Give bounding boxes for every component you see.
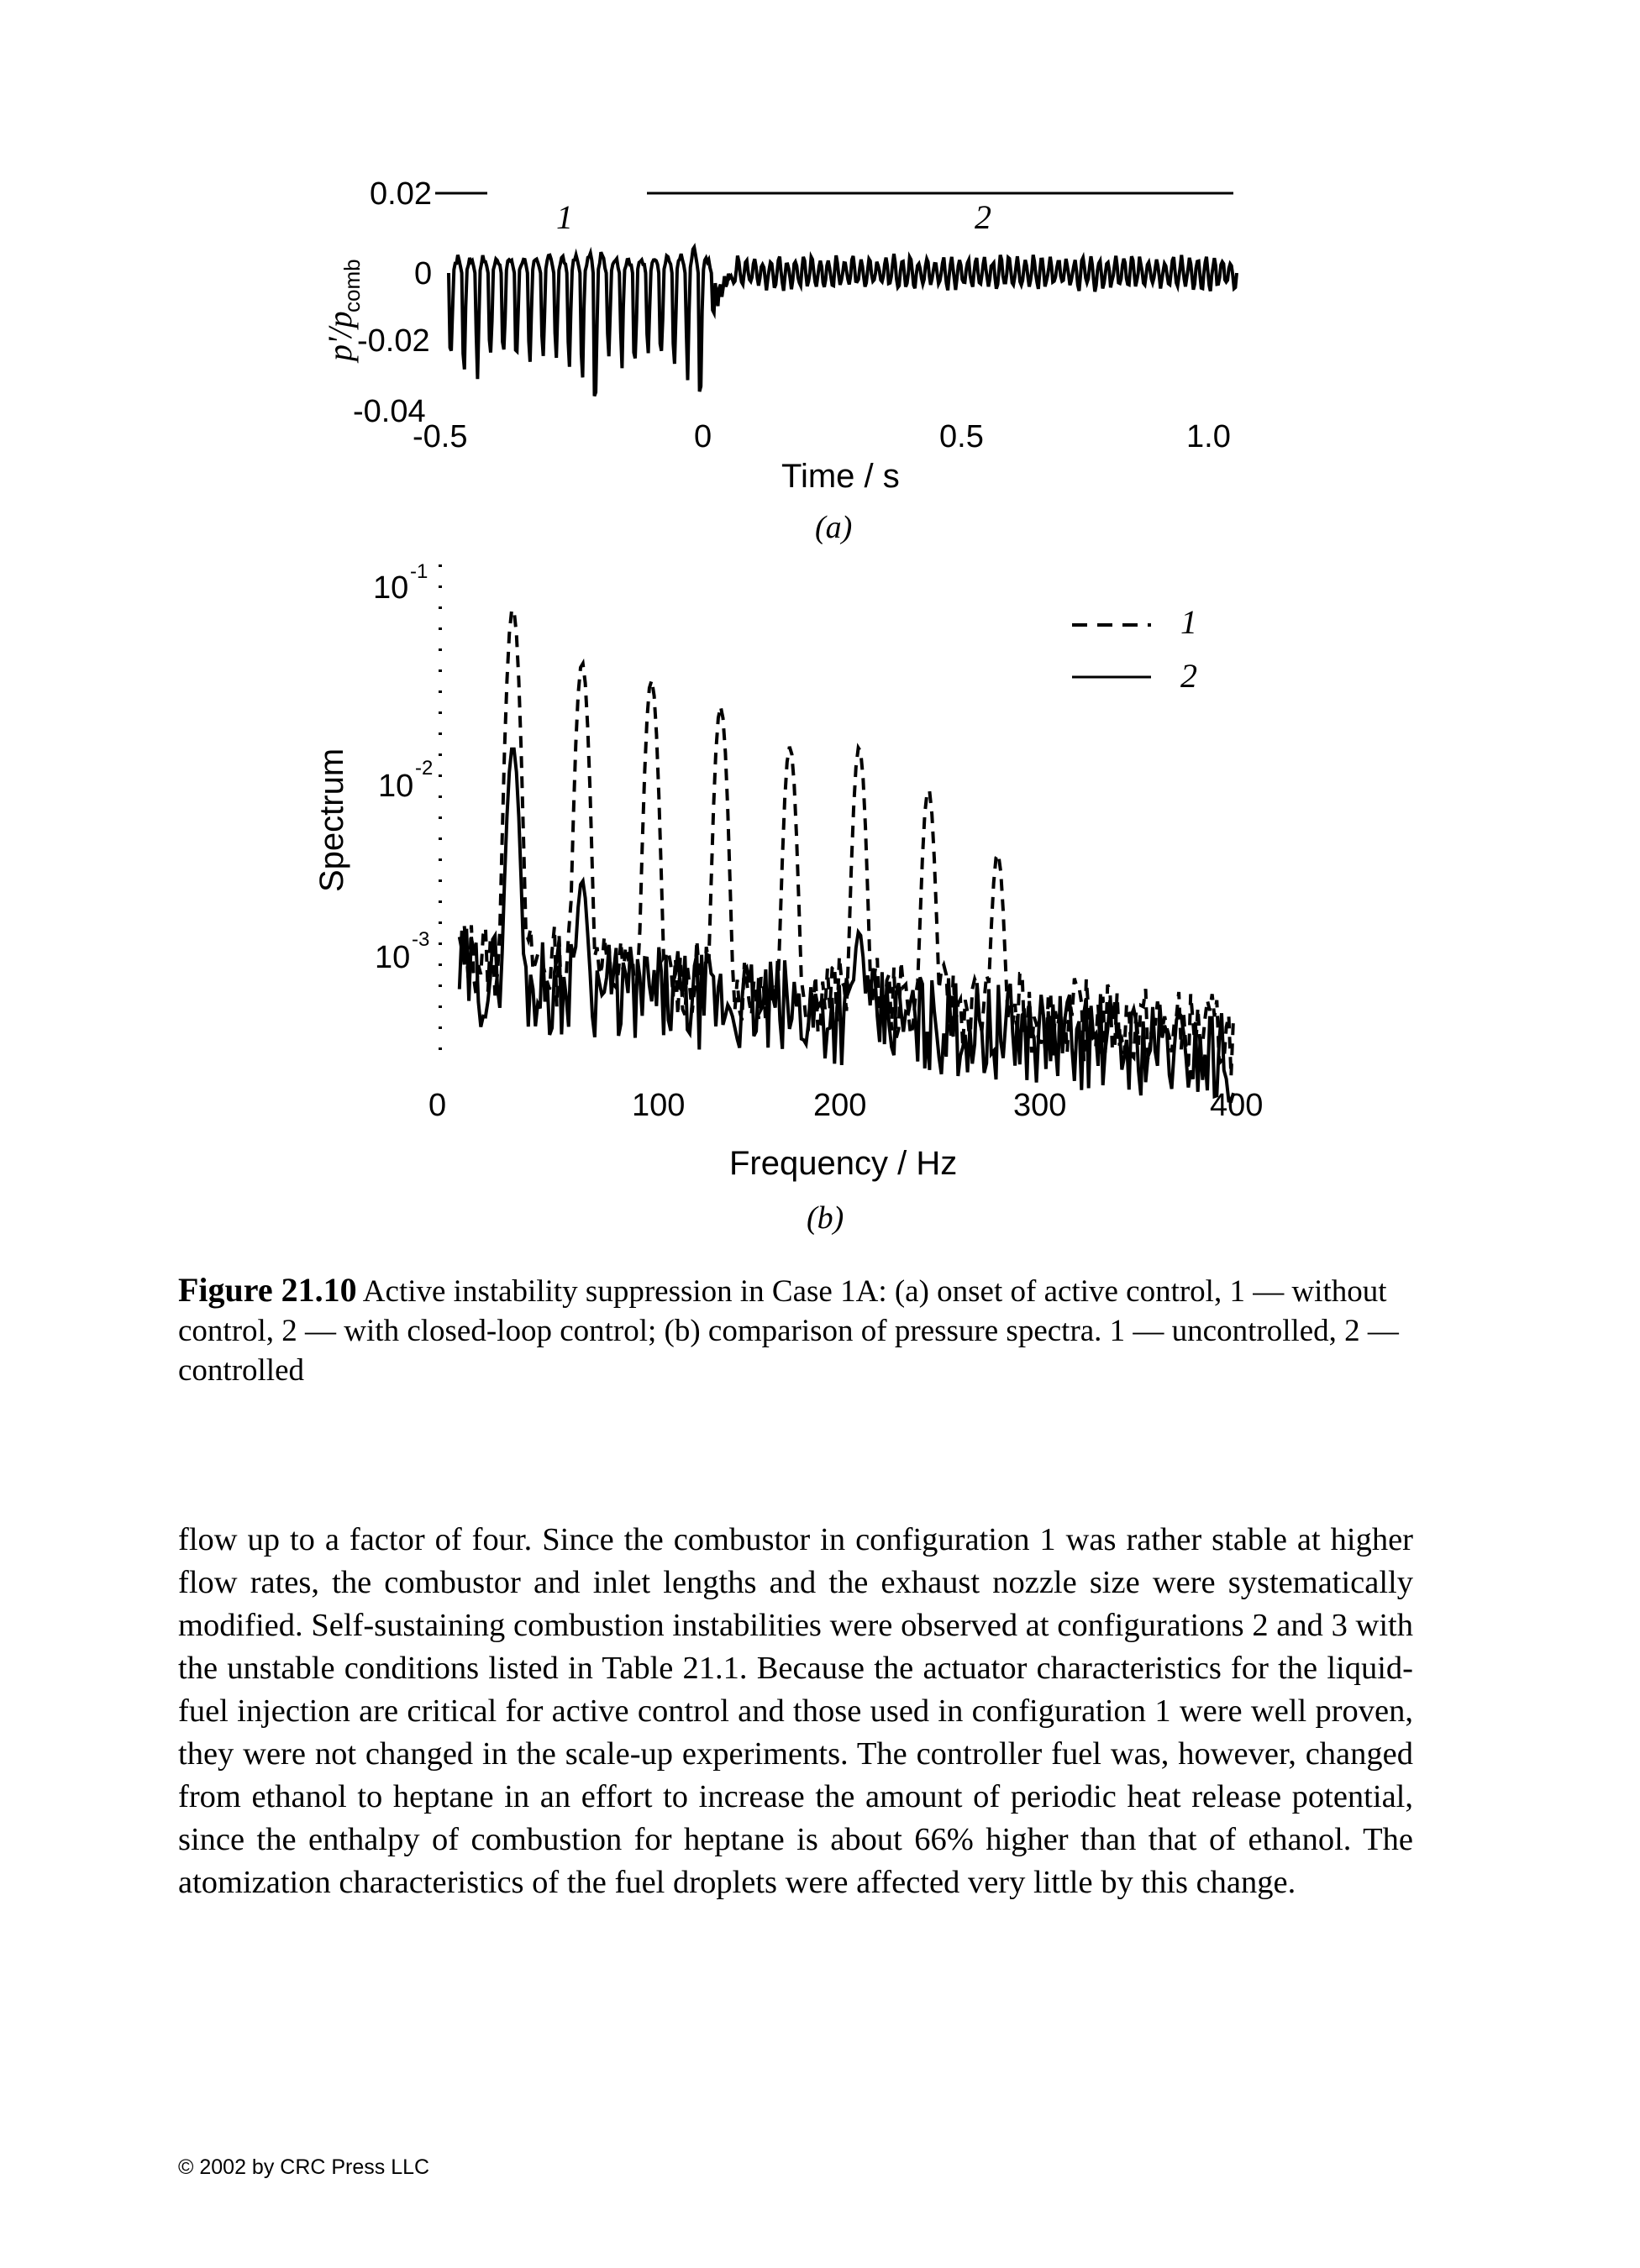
panel-sublabel: (a) [815,510,852,545]
panel-sublabel: (b) [807,1200,844,1236]
svg-text:10: 10 [375,940,410,975]
svg-text:-3: -3 [412,928,429,951]
region-label-2: 2 [975,198,991,236]
y-axis-label: p'/p comb [321,259,365,364]
figure-panel-b: 10 -1 10 -2 10 -3 Spectrum 1 2 0 100 200… [313,560,1263,1236]
y-tick-label: 0 [414,256,432,291]
svg-text:10: 10 [373,570,408,606]
x-axis-label: Time / s [781,458,900,495]
y-tick-label: 10 -3 [375,928,429,975]
y-tick-label: -0.04 [353,394,426,429]
pressure-trace [447,243,1238,397]
x-tick-label: 1.0 [1186,419,1231,454]
x-tick-label: 0 [694,419,712,454]
x-tick-label: 400 [1210,1088,1263,1123]
svg-text:10: 10 [378,769,413,804]
x-tick-label: 100 [632,1088,685,1123]
caption-label: Figure 21.10 [178,1271,357,1309]
spectrum-series-2 [457,747,1236,1104]
x-tick-label: -0.5 [413,419,467,454]
y-tick-label: 10 -2 [378,757,433,804]
copyright-notice: © 2002 by CRC Press LLC [178,2155,430,2179]
legend-label-1: 1 [1180,603,1197,641]
y-tick-label: 0.02 [370,176,432,212]
x-tick-label: 0.5 [939,419,984,454]
x-tick-label: 300 [1013,1088,1066,1123]
legend-label-2: 2 [1180,657,1197,695]
y-axis-label-main: p'/p [321,311,359,364]
y-tick-label: 10 -1 [373,560,428,606]
x-tick-label: 0 [428,1088,446,1123]
spectrum-series-1 [457,608,1236,1077]
x-axis-label: Frequency / Hz [729,1145,957,1182]
x-tick-label: 200 [813,1088,866,1123]
caption-text: Active instability suppression in Case 1… [178,1274,1399,1388]
y-axis-label: Spectrum [313,748,350,892]
svg-text:-1: -1 [410,560,428,583]
figure-caption: Figure 21.10 Active instability suppress… [178,1270,1413,1390]
region-label-1: 1 [556,198,573,236]
body-paragraph: flow up to a factor of four. Since the c… [178,1522,1413,1900]
svg-text:-2: -2 [415,757,433,780]
y-tick-label: -0.02 [357,323,430,359]
y-axis-label-subscript: comb [339,259,365,312]
figure-panel-a: 0.02 0 -0.02 -0.04 p'/p comb 1 2 -0.5 0 … [321,176,1238,545]
